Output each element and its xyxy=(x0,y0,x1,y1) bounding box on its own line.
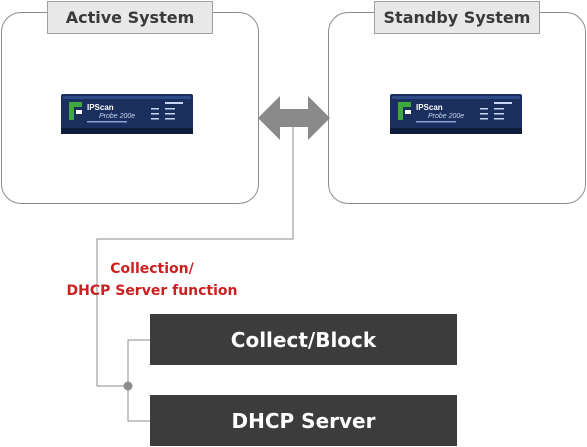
active-appliance-icon: IPScan Probe 200e xyxy=(61,94,193,134)
double-headed-arrow-icon xyxy=(258,96,330,140)
collect-block-module: Collect/Block xyxy=(150,314,457,365)
function-caption-line1: Collection/ xyxy=(110,261,194,277)
standby-system-label: Standby System xyxy=(374,1,540,34)
device-brand-text: IPScan xyxy=(87,103,114,112)
active-system-label: Active System xyxy=(47,1,213,34)
module-branch-line xyxy=(127,339,150,422)
device-model-text: Probe 200e xyxy=(99,113,135,120)
device-brand-text: IPScan xyxy=(416,103,443,112)
junction-dot xyxy=(123,381,133,391)
standby-appliance-icon: IPScan Probe 200e xyxy=(390,94,522,134)
function-caption-line2: DHCP Server function xyxy=(66,283,238,299)
device-model-text: Probe 200e xyxy=(428,113,464,120)
dhcp-server-module: DHCP Server xyxy=(150,395,457,446)
